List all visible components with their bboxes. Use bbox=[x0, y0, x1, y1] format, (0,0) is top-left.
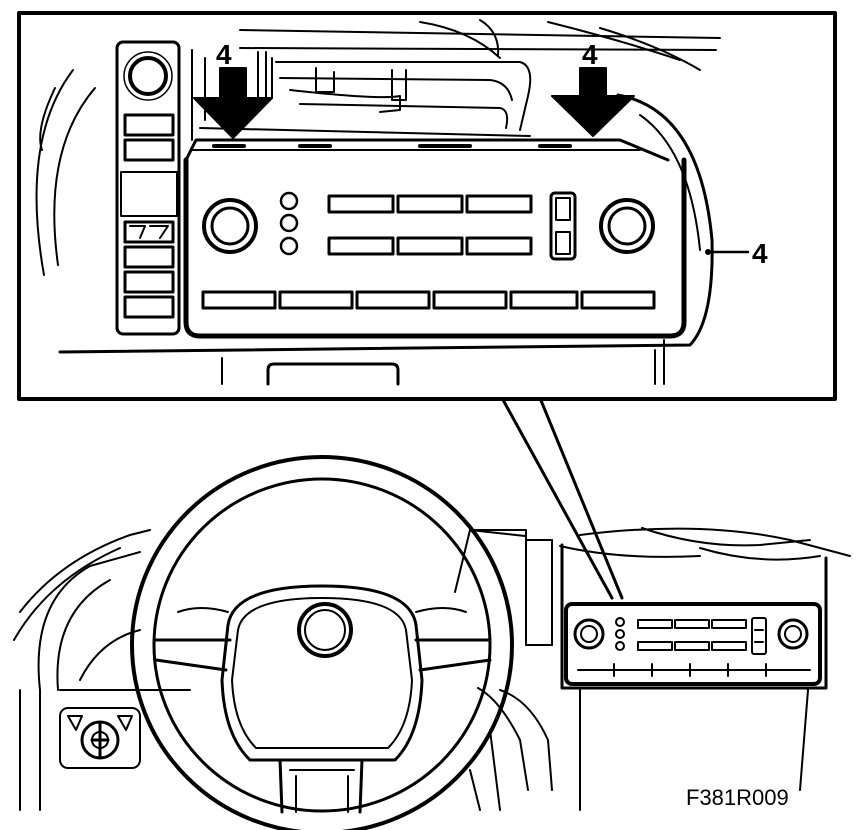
callout-panel-edge: 4 bbox=[752, 238, 768, 269]
dashboard-overview bbox=[13, 455, 851, 830]
detail-frame bbox=[17, 11, 837, 401]
leader-lines bbox=[500, 396, 624, 600]
column-knob bbox=[128, 56, 168, 96]
left-knob bbox=[202, 198, 258, 254]
switch-column bbox=[115, 40, 181, 336]
climate-panel-overview bbox=[560, 543, 828, 690]
steering-wheel bbox=[130, 455, 514, 830]
arrow-left-icon bbox=[193, 67, 273, 139]
light-switch bbox=[59, 707, 141, 769]
climate-panel-detail bbox=[183, 157, 687, 339]
arrow-right-icon bbox=[551, 67, 635, 137]
horn-emblem bbox=[297, 602, 353, 658]
callout-arrow-right: 4 bbox=[582, 39, 598, 70]
callout-arrow-left: 4 bbox=[216, 39, 232, 70]
right-knob bbox=[599, 198, 655, 254]
figure-code: F381R009 bbox=[686, 785, 789, 810]
detail-view bbox=[17, 11, 837, 600]
